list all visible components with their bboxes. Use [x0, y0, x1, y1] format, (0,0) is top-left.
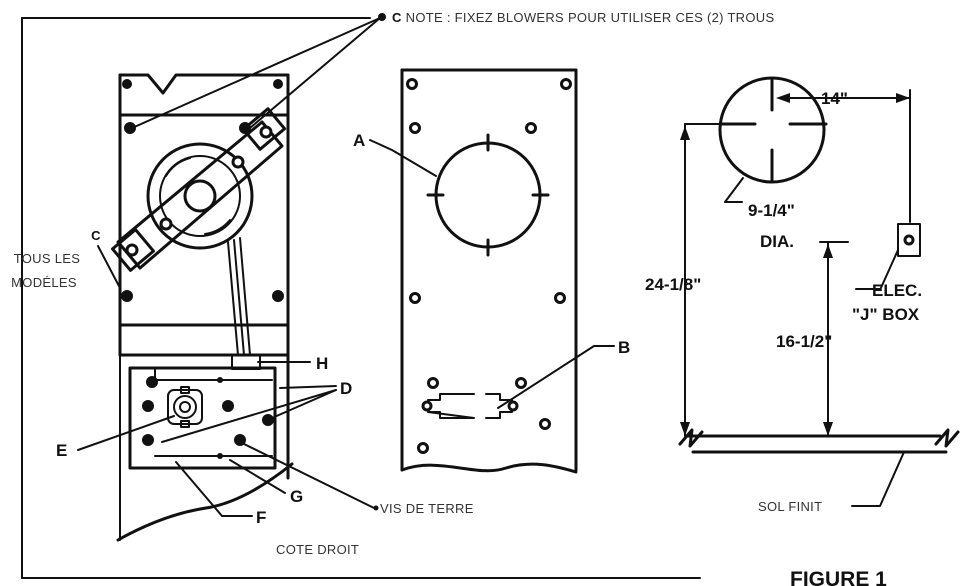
callout-a: A [353, 131, 365, 150]
dim-dia: DIA. [760, 232, 794, 251]
leader-a [369, 139, 437, 177]
leader-c-left [97, 245, 121, 289]
label-modeles: MODÉLES [11, 275, 77, 290]
cutout-panel [400, 68, 578, 474]
callout-e: E [56, 441, 67, 460]
figure-title: FIGURE 1 [790, 568, 887, 586]
label-c-left: C [91, 228, 101, 243]
callout-b: B [618, 338, 630, 357]
dim-box-height: 16-1/2" [776, 332, 832, 351]
label-finished-floor: SOL FINIT [758, 499, 822, 514]
leader-g [229, 459, 286, 494]
dim-height: 24-1/8" [645, 275, 701, 294]
label-tous-les: TOUS LES [14, 251, 80, 266]
callout-f: F [256, 508, 266, 527]
frame [21, 17, 701, 579]
leader-d [161, 385, 337, 443]
dim-offset: 14" [821, 89, 848, 108]
label-jbox: "J" BOX [852, 305, 920, 324]
leader-b [497, 345, 615, 409]
leader-f [175, 461, 253, 517]
callout-d: D [340, 379, 352, 398]
label-elec: ELEC. [872, 281, 922, 300]
leader-e [77, 415, 175, 451]
leader-ground-screw [243, 443, 375, 509]
callout-g: G [290, 487, 303, 506]
label-right-side: COTE DROIT [276, 542, 359, 557]
label-ground-screw: VIS DE TERRE [380, 501, 474, 516]
dimension-drawing [678, 76, 960, 507]
callout-h: H [316, 354, 328, 373]
note-text: C NOTE : FIXEZ BLOWERS POUR UTILISER CES… [392, 10, 774, 25]
dim-diameter: 9-1/4" [748, 201, 795, 220]
note-leader-lines [131, 17, 381, 129]
blower-side-view [111, 73, 294, 542]
